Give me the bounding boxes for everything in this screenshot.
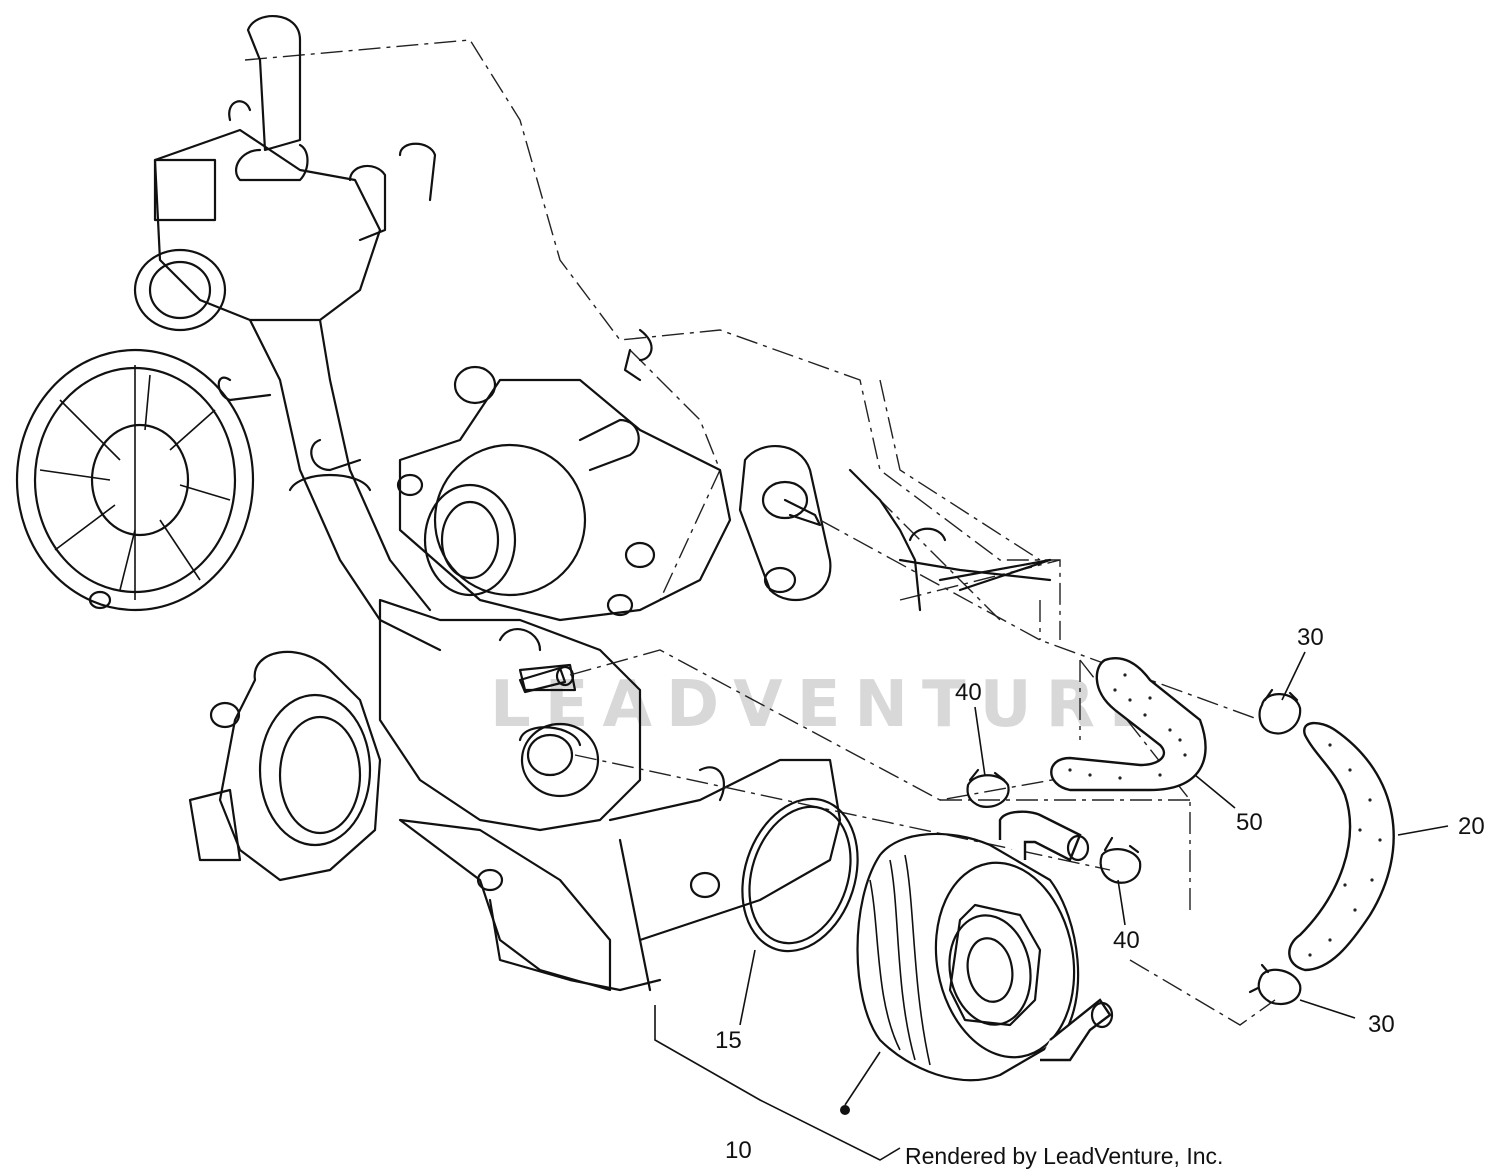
callout-10: 10 [725, 1137, 752, 1164]
clamp-40-upper [966, 768, 1010, 808]
render-credit: Rendered by LeadVenture, Inc. [905, 1143, 1223, 1169]
callout-20: 20 [1458, 813, 1485, 840]
callout-30-lower: 30 [1368, 1011, 1395, 1038]
clamp-30-upper [1258, 688, 1302, 735]
engine-block [15, 15, 1061, 992]
callout-40-upper: 40 [955, 679, 982, 706]
watermark-text: LEADVENTURE [490, 668, 1167, 742]
oil-cooler-part-10 [856, 810, 1114, 1082]
formed-hose-part-50 [1050, 657, 1207, 792]
callout-50: 50 [1236, 809, 1263, 836]
clamp-40-lower [1099, 836, 1142, 884]
clamp-30-lower [1248, 963, 1302, 1006]
callout-labels: 30 20 30 50 40 40 15 10 [715, 624, 1485, 1164]
callout-30-upper: 30 [1297, 624, 1324, 651]
leader-dot [840, 1105, 850, 1115]
o-ring-part-15 [741, 797, 859, 953]
callout-15: 15 [715, 1027, 742, 1054]
hose-part-20 [1288, 721, 1395, 972]
callout-leaders [654, 651, 1449, 1161]
stud-fitting [518, 665, 575, 694]
callout-40-lower: 40 [1113, 927, 1140, 954]
